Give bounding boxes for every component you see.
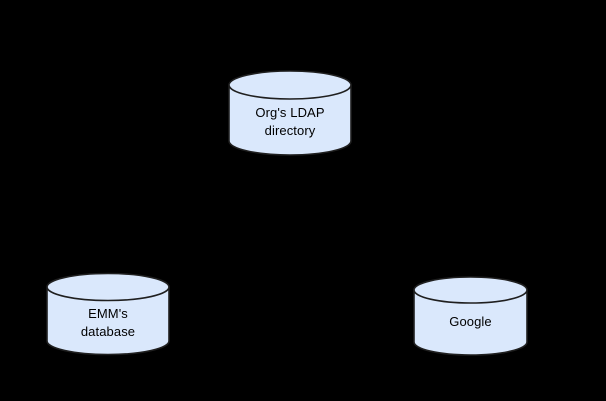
- database-node-google[interactable]: Google: [413, 276, 528, 356]
- database-cylinder-icon: [228, 70, 352, 156]
- database-cylinder-icon: [413, 276, 528, 356]
- database-node-emm[interactable]: EMM's database: [46, 272, 170, 356]
- database-node-ldap[interactable]: Org's LDAP directory: [228, 70, 352, 156]
- database-cylinder-icon: [46, 272, 170, 356]
